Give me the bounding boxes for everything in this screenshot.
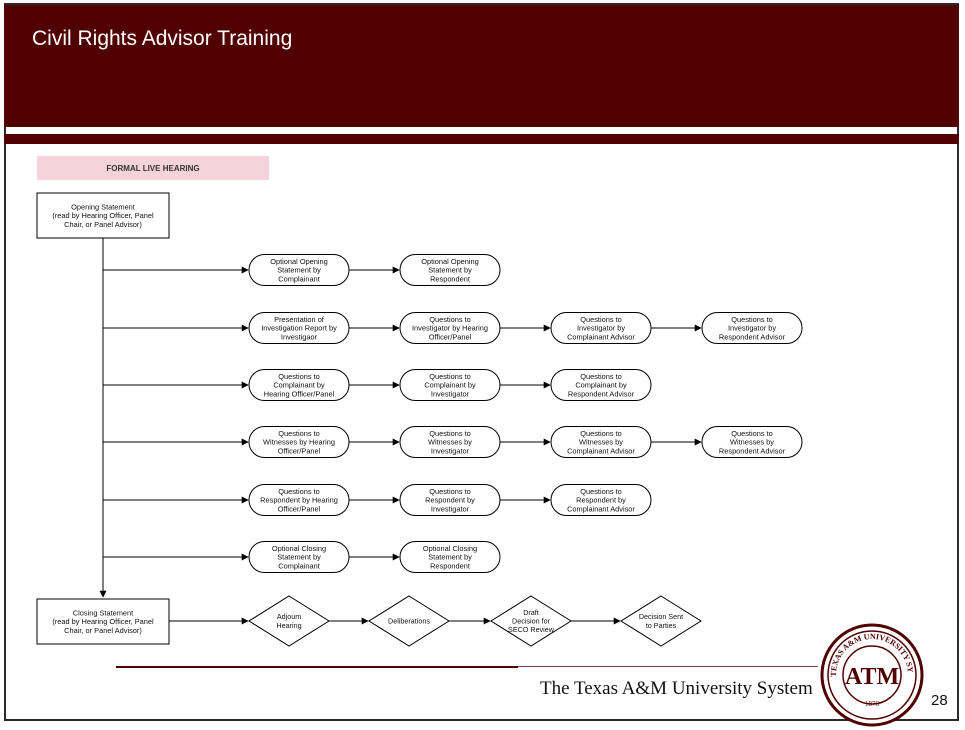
decision-node-4	[620, 595, 702, 647]
footer-system-name: The Texas A&M University System	[540, 678, 813, 699]
closing-statement-label: Closing Statement(read by Hearing Office…	[52, 608, 154, 635]
step-node-r4-c4	[701, 426, 803, 458]
step-node-r1-c2	[399, 254, 501, 286]
university-seal-logo: THE TEXAS A&M UNIVERSITY SYSTEM ATM 1876	[819, 622, 924, 727]
decision-label-2: Deliberations	[388, 617, 430, 626]
opening-statement-box	[36, 192, 170, 239]
decision-node-3	[490, 595, 572, 647]
title-bar: Civil Rights Advisor Training	[4, 5, 959, 127]
header-stripe	[4, 134, 959, 144]
banner-label: FORMAL LIVE HEARING	[106, 164, 199, 173]
opening-statement-label: Opening Statement(read by Hearing Office…	[52, 202, 154, 229]
step-node-r2-c4	[701, 312, 803, 344]
closing-statement-box	[36, 598, 170, 645]
step-node-r3-c3	[550, 369, 652, 401]
footer-rule	[116, 666, 518, 668]
svg-text:1876: 1876	[865, 700, 880, 708]
step-node-r5-c3	[550, 484, 652, 516]
svg-text:ATM: ATM	[845, 664, 899, 690]
footer-rule-thin	[518, 666, 818, 667]
decision-node-2	[368, 595, 450, 647]
page-number: 28	[931, 692, 948, 709]
step-node-r6-c2	[399, 541, 501, 573]
slide-title: Civil Rights Advisor Training	[32, 27, 293, 50]
decision-node-1	[248, 595, 330, 647]
banner-box	[37, 156, 269, 180]
